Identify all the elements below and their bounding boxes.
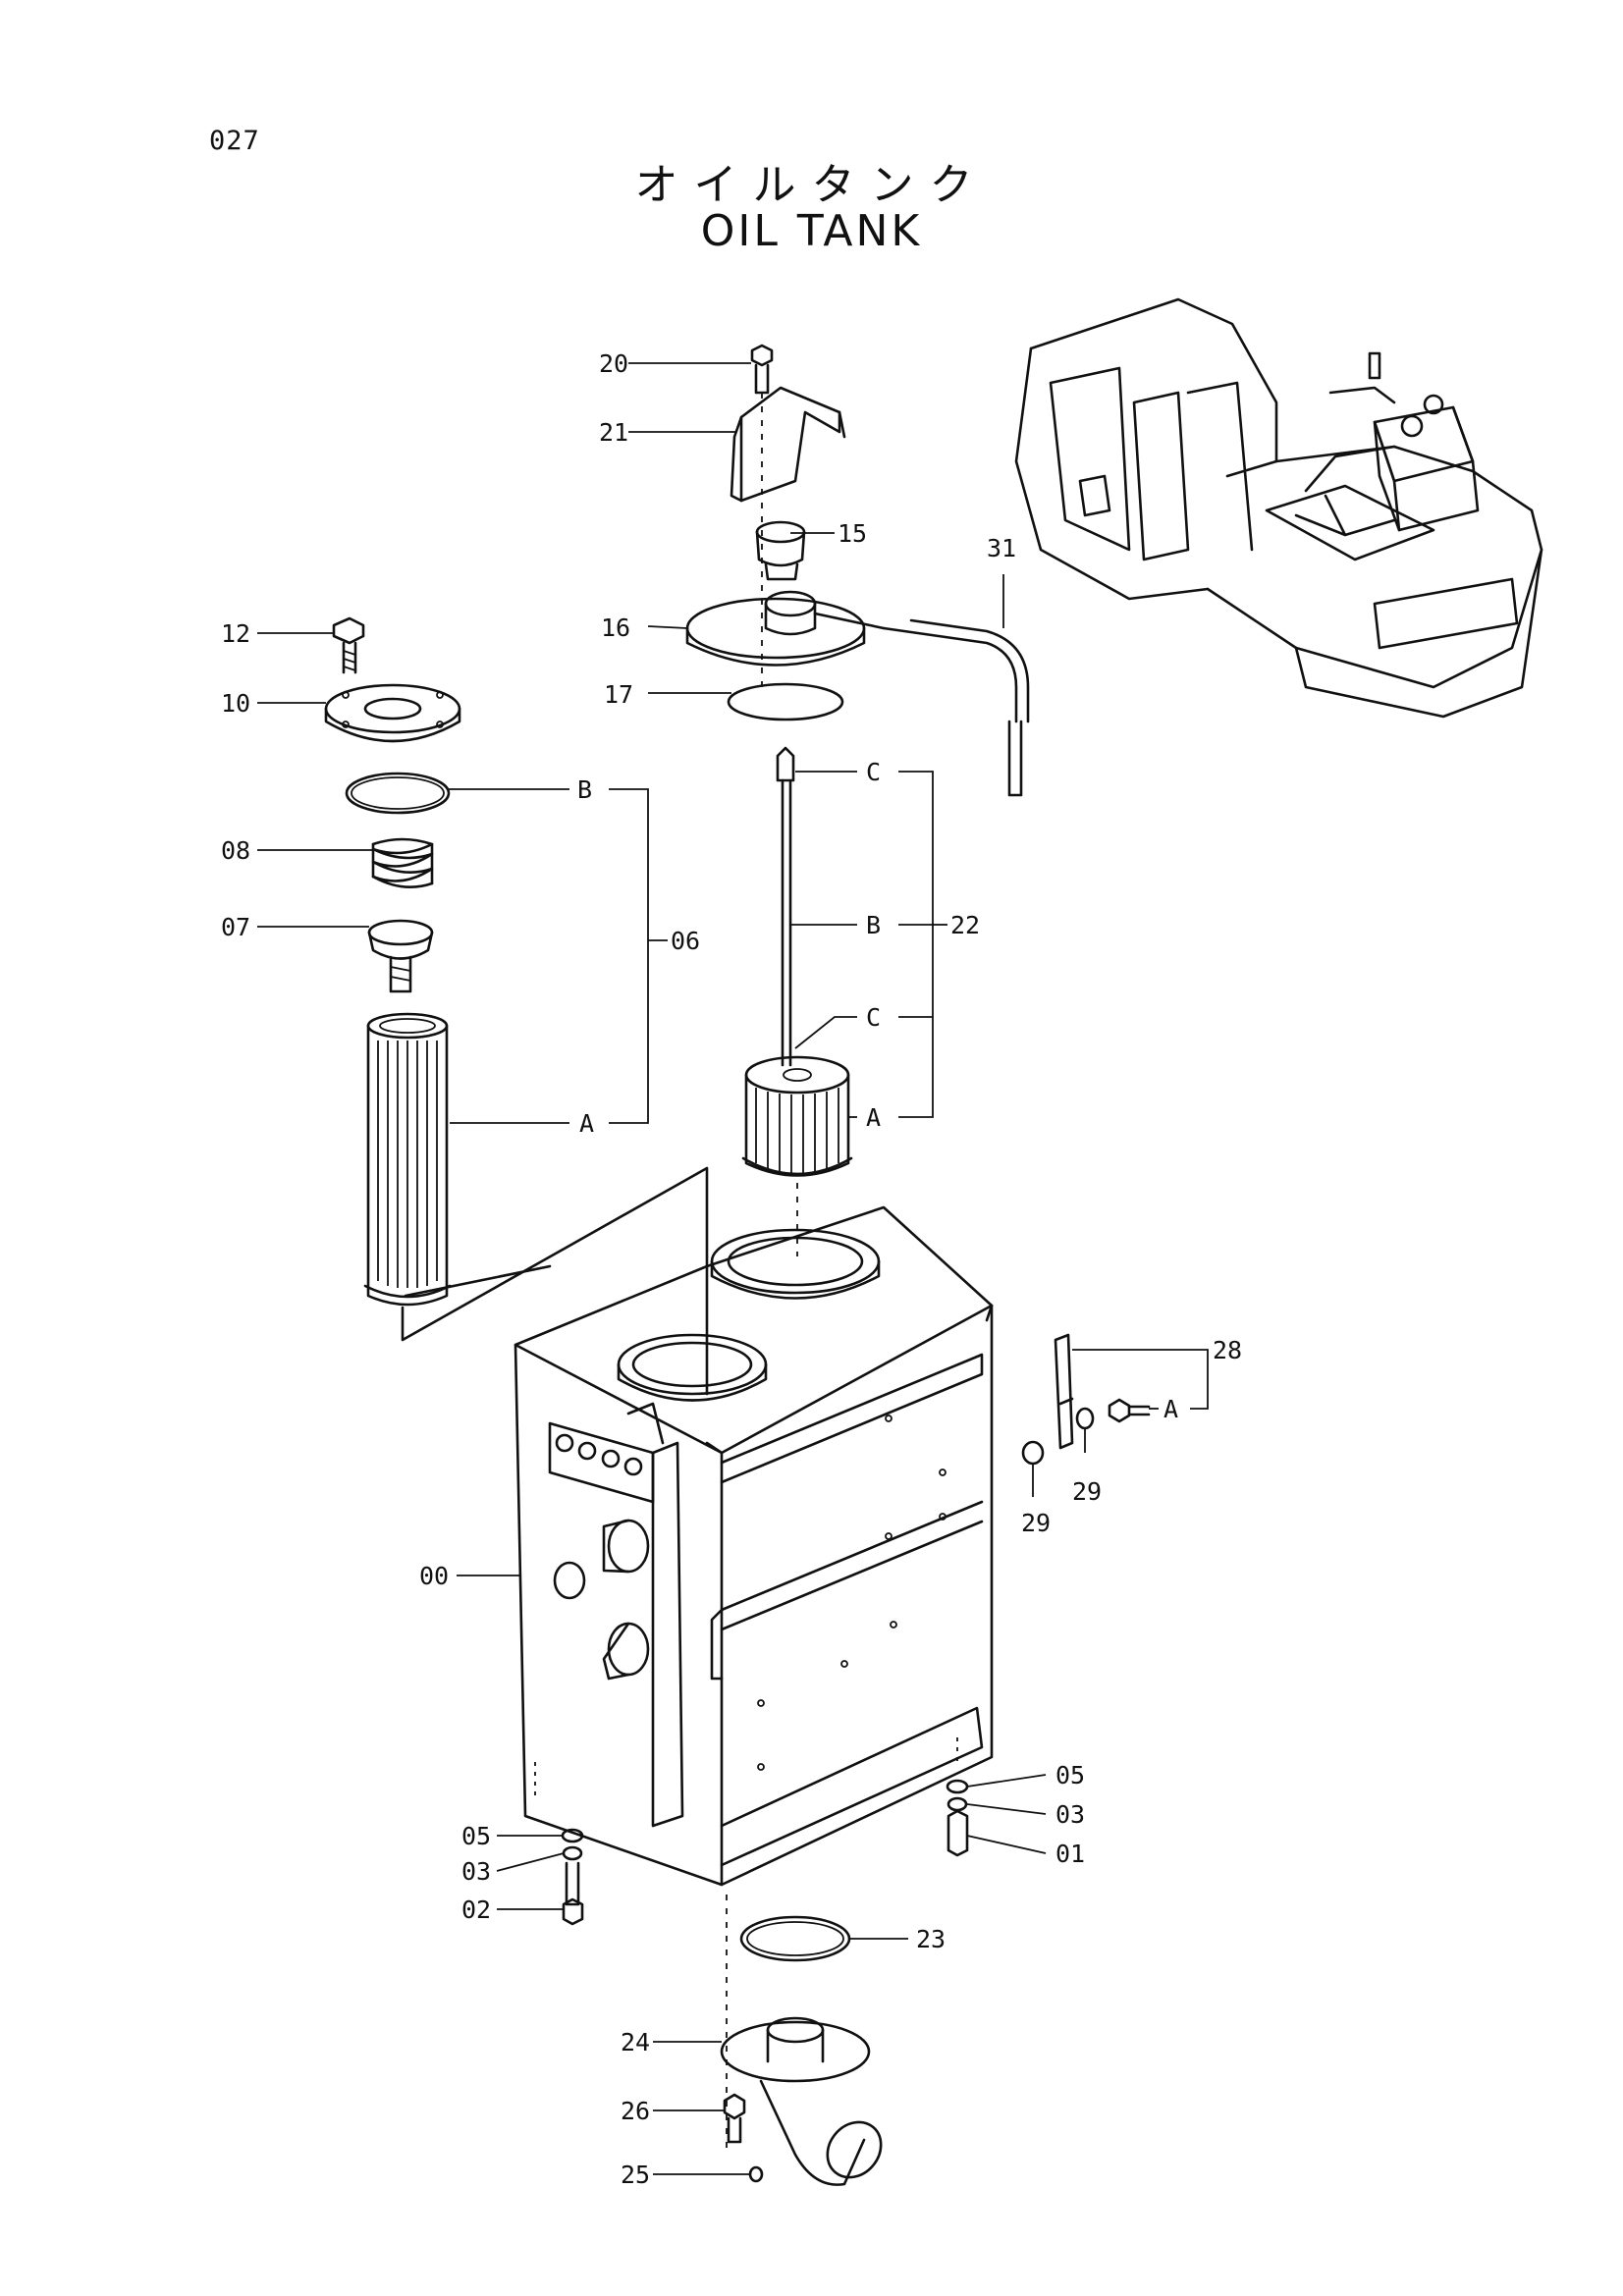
title-english: OIL TANK [700, 206, 923, 256]
breather-assembly [685, 344, 1030, 797]
callout-25: 25 [621, 2161, 650, 2189]
callout-24: 24 [621, 2028, 650, 2056]
sublabel-c-22-top: C [866, 758, 881, 786]
return-filter-assembly [324, 616, 709, 1396]
leader-lines [257, 362, 1209, 2175]
callout-05-right: 05 [1055, 1761, 1085, 1789]
title-japanese: オイルタンク [634, 160, 989, 210]
callout-16: 16 [601, 614, 630, 642]
sublabel-b-22: B [866, 911, 881, 939]
callout-10: 10 [221, 689, 250, 718]
callout-15: 15 [838, 519, 867, 548]
callout-26: 26 [621, 2097, 650, 2125]
sublabel-b-06: B [577, 775, 592, 804]
page-number: 027 [209, 126, 260, 156]
callout-labels: 20 21 15 31 16 17 12 10 B 08 07 06 A C B… [221, 349, 1242, 2189]
bottom-fittings [561, 1779, 969, 2186]
callout-29-left: 29 [1021, 1509, 1051, 1537]
strainer-assembly [741, 746, 853, 1256]
callout-17: 17 [604, 680, 633, 709]
callout-22: 22 [950, 911, 980, 939]
callout-21: 21 [599, 418, 628, 447]
callout-12: 12 [221, 619, 250, 648]
level-gauge-assembly [1021, 1333, 1151, 1466]
callout-08: 08 [221, 836, 250, 865]
excavator-key-view [1014, 297, 1543, 719]
callout-07: 07 [221, 913, 250, 941]
callout-05-left: 05 [461, 1822, 491, 1850]
sublabel-a-22: A [866, 1103, 881, 1132]
callout-03-right: 03 [1055, 1800, 1085, 1829]
callout-06: 06 [671, 927, 700, 955]
callout-31: 31 [987, 534, 1016, 562]
callout-29-right: 29 [1072, 1477, 1102, 1506]
callout-00: 00 [419, 1562, 449, 1590]
sublabel-c-22-bottom: C [866, 1003, 881, 1032]
callout-02: 02 [461, 1896, 491, 1924]
callout-23: 23 [916, 1925, 946, 1953]
callout-20: 20 [599, 349, 628, 378]
sublabel-a-28: A [1163, 1395, 1178, 1423]
callout-03-left: 03 [461, 1857, 491, 1886]
oil-tank-body [514, 1205, 994, 2155]
sublabel-a-06: A [579, 1109, 594, 1138]
callout-28: 28 [1213, 1336, 1242, 1364]
callout-01: 01 [1055, 1840, 1085, 1868]
